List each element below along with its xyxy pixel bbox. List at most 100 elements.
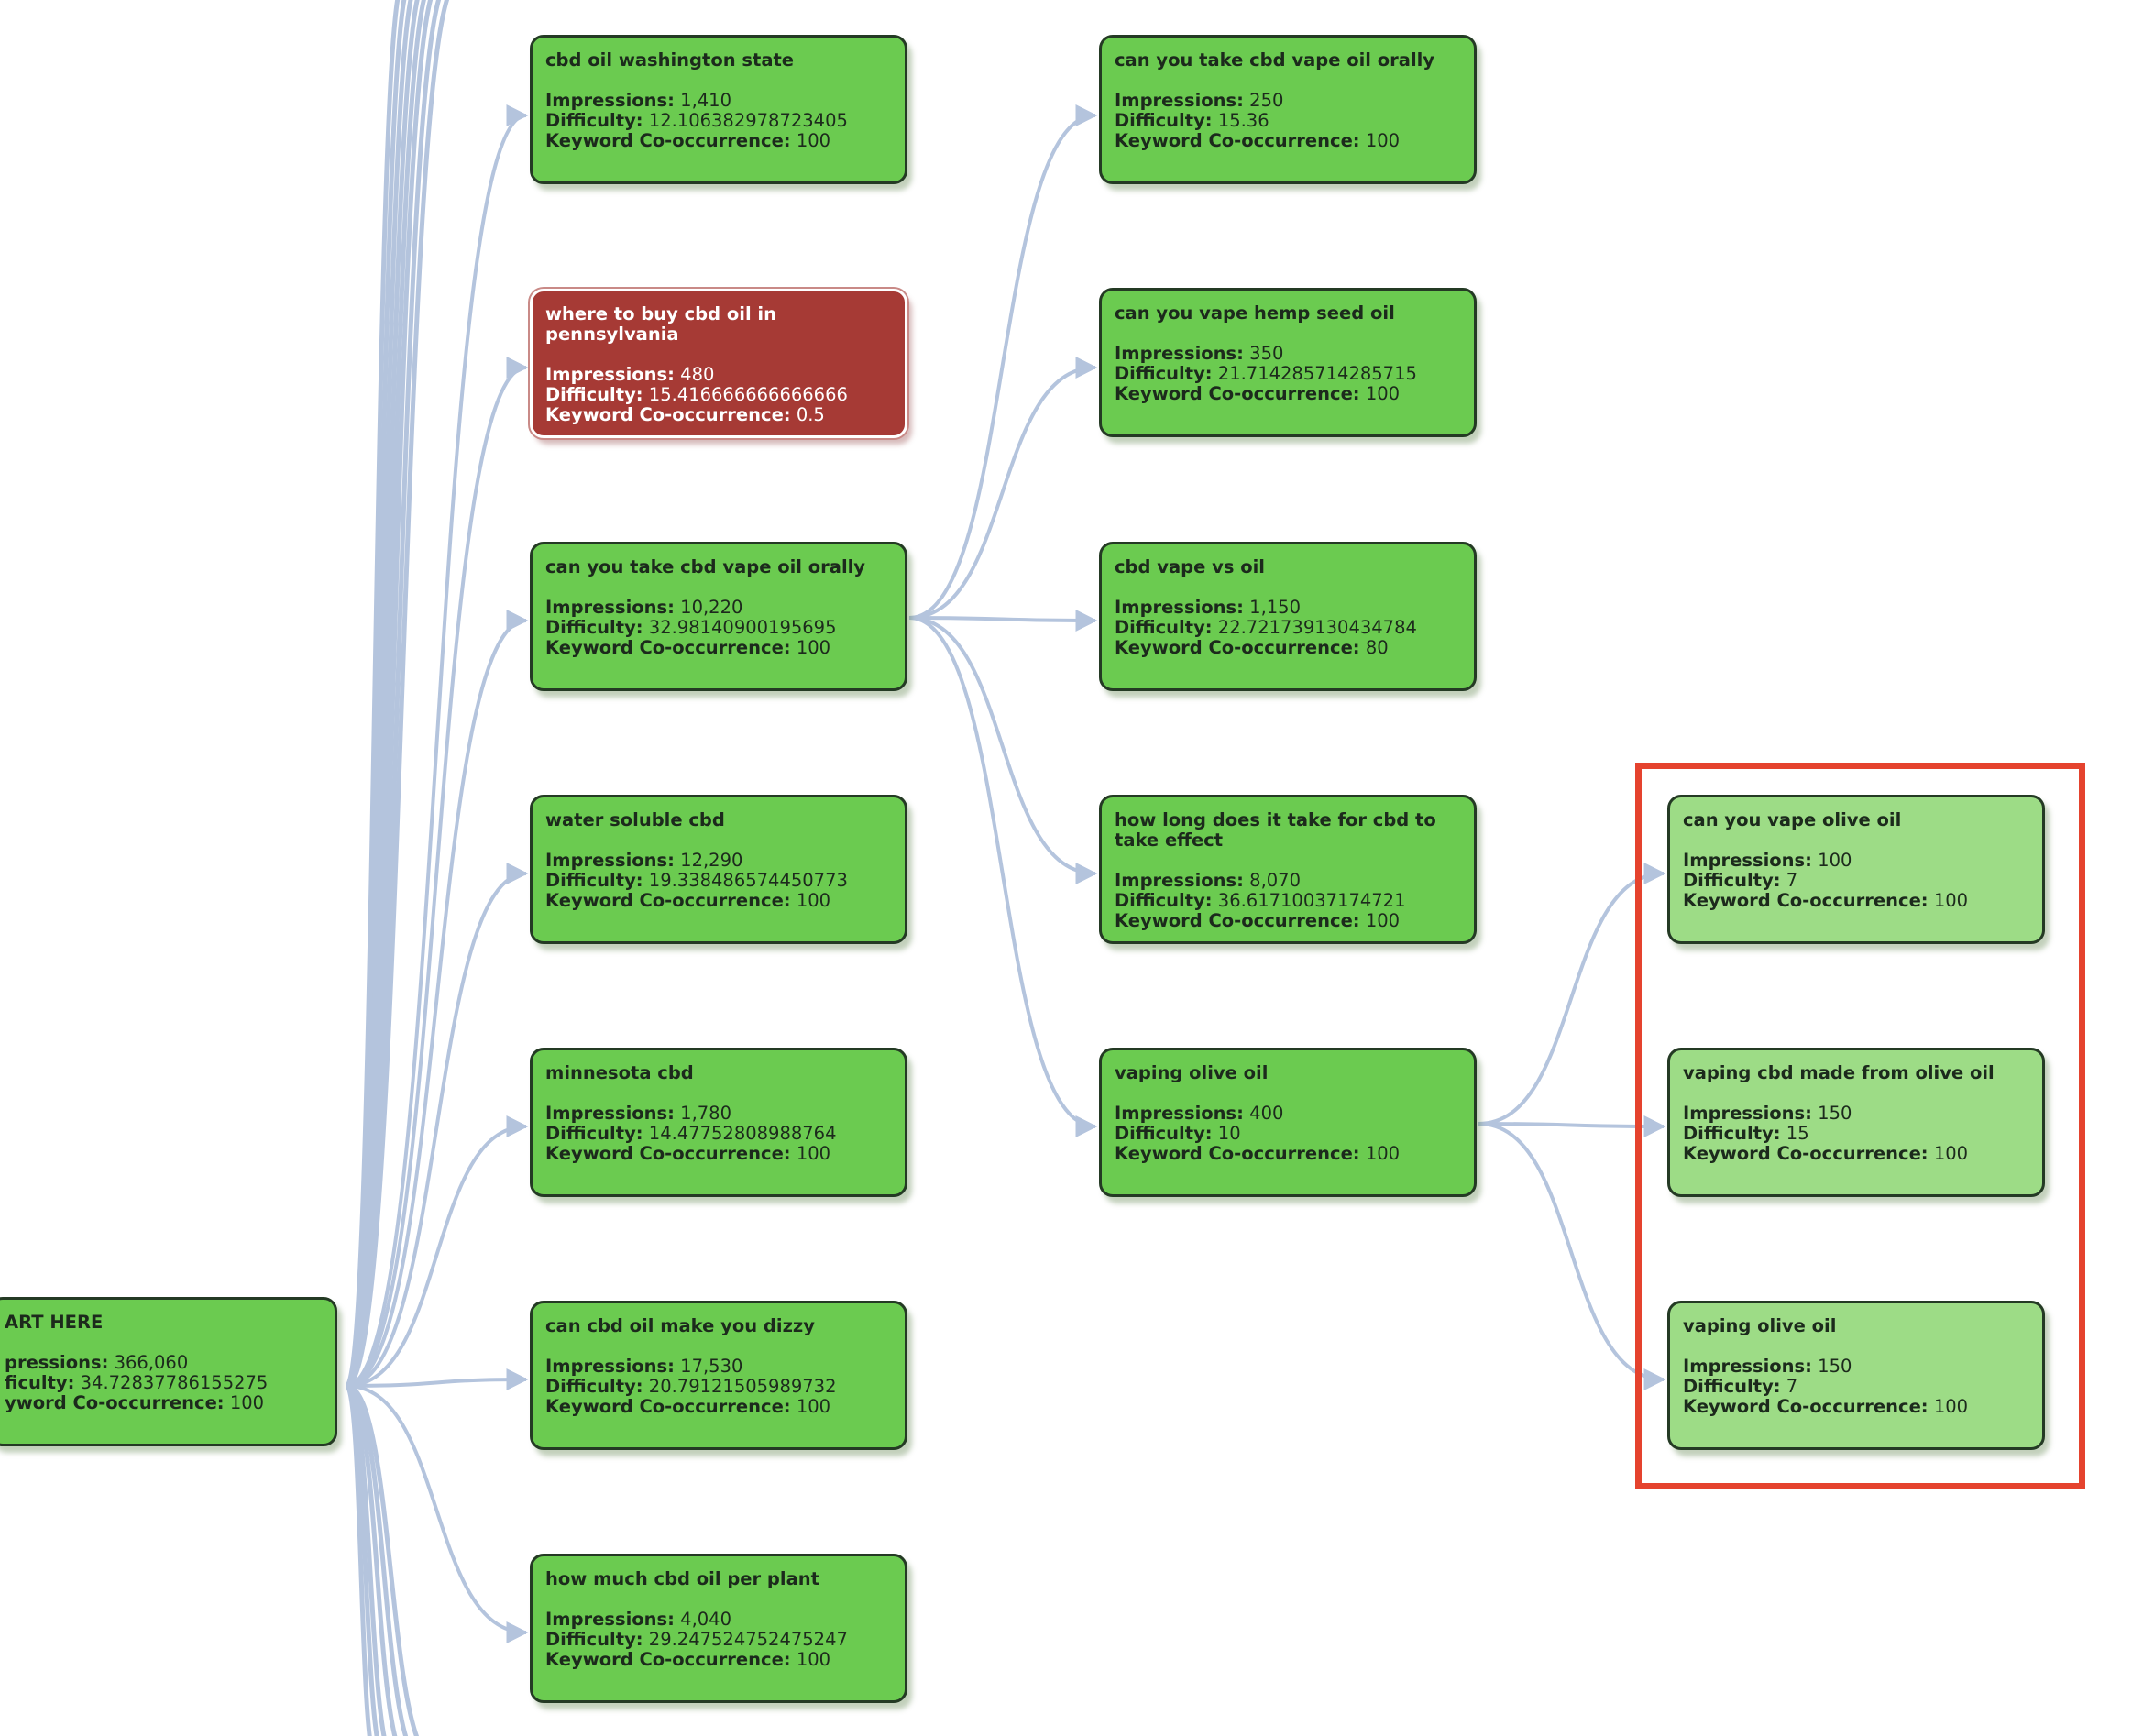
metric-difficulty: Difficulty: 15.416666666666666 xyxy=(545,384,848,405)
metric-difficulty: Difficulty: 7 xyxy=(1683,870,1798,891)
metric-cooccurrence: Keyword Co-occurrence: 100 xyxy=(545,1396,831,1417)
metric-impressions: Impressions: 100 xyxy=(1683,850,1852,871)
metric-cooccurrence: Keyword Co-occurrence: 100 xyxy=(545,890,831,911)
edge-root-to-col1-1 xyxy=(346,357,529,1388)
node-title: water soluble cbd xyxy=(545,809,725,830)
metric-cooccurrence: Keyword Co-occurrence: 100 xyxy=(545,1649,831,1670)
metric-impressions: Impressions: 250 xyxy=(1115,90,1284,111)
metric-difficulty: Difficulty: 20.79121505989732 xyxy=(545,1376,837,1397)
edge-col1-to-col2-0 xyxy=(908,104,1098,620)
node-can-you-vape-hemp-seed-oil[interactable]: can you vape hemp seed oil Impressions: … xyxy=(1099,288,1477,437)
metric-difficulty: Difficulty: 15 xyxy=(1683,1123,1809,1144)
metric-difficulty: Difficulty: 22.721739130434784 xyxy=(1115,617,1417,638)
edge-col1-to-col2-3 xyxy=(908,616,1098,884)
node-vaping-cbd-made-from-olive-oil[interactable]: vaping cbd made from olive oil Impressio… xyxy=(1667,1048,2045,1197)
node-title: vaping olive oil xyxy=(1683,1315,1837,1336)
metric-impressions: pressions: 366,060 xyxy=(5,1352,189,1373)
node-can-you-take-cbd-vape-oil-orally[interactable]: can you take cbd vape oil orally Impress… xyxy=(530,542,907,691)
node-title: vaping olive oil xyxy=(1115,1062,1269,1083)
metric-difficulty: Difficulty: 15.36 xyxy=(1115,110,1269,131)
metric-impressions: Impressions: 10,220 xyxy=(545,597,743,618)
edge-root-to-col1-3 xyxy=(346,863,529,1388)
metric-cooccurrence: Keyword Co-occurrence: 100 xyxy=(1115,130,1401,151)
metric-difficulty: Difficulty: 21.714285714285715 xyxy=(1115,363,1417,384)
node-title: ART HERE xyxy=(5,1312,104,1333)
metric-impressions: Impressions: 12,290 xyxy=(545,850,743,871)
node-title: where to buy cbd oil in pennsylvania xyxy=(545,303,776,345)
metric-impressions: Impressions: 400 xyxy=(1115,1103,1284,1124)
node-water-soluble-cbd[interactable]: water soluble cbd Impressions: 12,290 Di… xyxy=(530,795,907,944)
metric-cooccurrence: Keyword Co-occurrence: 0.5 xyxy=(545,404,825,425)
metric-cooccurrence: Keyword Co-occurrence: 100 xyxy=(545,130,831,151)
edge-root-to-col1-0 xyxy=(346,104,529,1388)
metric-cooccurrence: Keyword Co-occurrence: 100 xyxy=(1683,1396,1969,1417)
edge-col2-to-col3-1 xyxy=(1478,1115,1666,1137)
metric-impressions: Impressions: 1,410 xyxy=(545,90,731,111)
metric-impressions: Impressions: 1,780 xyxy=(545,1103,731,1124)
node-root[interactable]: ART HERE pressions: 366,060 ficulty: 34.… xyxy=(0,1297,337,1446)
edge-col2-to-col3-2 xyxy=(1478,1122,1666,1390)
node-can-you-vape-olive-oil[interactable]: can you vape olive oil Impressions: 100 … xyxy=(1667,795,2045,944)
metric-cooccurrence: Keyword Co-occurrence: 100 xyxy=(1683,1143,1969,1164)
metric-difficulty: Difficulty: 36.61710037174721 xyxy=(1115,890,1406,911)
node-title: vaping cbd made from olive oil xyxy=(1683,1062,1995,1083)
metric-cooccurrence: Keyword Co-occurrence: 100 xyxy=(1115,383,1401,404)
edge-root-to-col1-2 xyxy=(346,610,529,1388)
metric-impressions: Impressions: 480 xyxy=(545,364,715,385)
node-title: how much cbd oil per plant xyxy=(545,1568,819,1589)
edge-root-to-col1-4 xyxy=(346,1115,529,1388)
metric-difficulty: Difficulty: 29.247524752475247 xyxy=(545,1629,848,1650)
metric-impressions: Impressions: 17,530 xyxy=(545,1356,743,1377)
metric-difficulty: Difficulty: 14.47752808988764 xyxy=(545,1123,837,1144)
metric-impressions: Impressions: 350 xyxy=(1115,343,1284,364)
node-vaping-olive-oil[interactable]: vaping olive oil Impressions: 400 Diffic… xyxy=(1099,1048,1477,1197)
node-title: how long does it take for cbd to take ef… xyxy=(1115,809,1436,851)
edge-col1-to-col2-2 xyxy=(908,609,1098,632)
metric-difficulty: Difficulty: 32.98140900195695 xyxy=(545,617,837,638)
node-where-to-buy-cbd-oil-pennsylvania[interactable]: where to buy cbd oil in pennsylvania Imp… xyxy=(530,289,907,438)
metric-cooccurrence: Keyword Co-occurrence: 100 xyxy=(1115,910,1401,931)
node-minnesota-cbd[interactable]: minnesota cbd Impressions: 1,780 Difficu… xyxy=(530,1048,907,1197)
node-how-long-does-it-take-for-cbd-to-take-effect[interactable]: how long does it take for cbd to take ef… xyxy=(1099,795,1477,944)
node-title: can you vape olive oil xyxy=(1683,809,1902,830)
node-title: can you take cbd vape oil orally xyxy=(545,556,866,577)
edge-root-offscreen-bottom-2 xyxy=(345,1383,387,1736)
metric-cooccurrence: Keyword Co-occurrence: 80 xyxy=(1115,637,1389,658)
edge-root-offscreen-bottom-5 xyxy=(346,1383,420,1736)
node-title: cbd oil washington state xyxy=(545,49,795,71)
edge-root-offscreen-bottom-3 xyxy=(345,1383,398,1736)
node-can-cbd-oil-make-you-dizzy[interactable]: can cbd oil make you dizzy Impressions: … xyxy=(530,1301,907,1450)
node-title: can you take cbd vape oil orally xyxy=(1115,49,1435,71)
metric-impressions: Impressions: 4,040 xyxy=(545,1609,731,1630)
edge-root-to-col1-5 xyxy=(346,1368,529,1391)
edge-root-offscreen-top-7 xyxy=(345,0,450,1389)
edge-group xyxy=(344,0,1666,1736)
node-cbd-oil-washington-state[interactable]: cbd oil washington state Impressions: 1,… xyxy=(530,35,907,184)
node-title: minnesota cbd xyxy=(545,1062,694,1083)
metric-cooccurrence: Keyword Co-occurrence: 100 xyxy=(1683,890,1969,911)
node-title: cbd vape vs oil xyxy=(1115,556,1265,577)
metric-impressions: Impressions: 1,150 xyxy=(1115,597,1301,618)
metric-impressions: Impressions: 8,070 xyxy=(1115,870,1301,891)
edge-col1-to-col2-4 xyxy=(908,616,1098,1137)
metric-impressions: Impressions: 150 xyxy=(1683,1103,1852,1124)
edge-root-offscreen-bottom-4 xyxy=(346,1383,409,1736)
metric-difficulty: Difficulty: 12.106382978723405 xyxy=(545,110,848,131)
metric-difficulty: Difficulty: 19.338486574450773 xyxy=(545,870,848,891)
node-can-you-take-cbd-vape-oil-orally-child[interactable]: can you take cbd vape oil orally Impress… xyxy=(1099,35,1477,184)
node-cbd-vape-vs-oil[interactable]: cbd vape vs oil Impressions: 1,150 Diffi… xyxy=(1099,542,1477,691)
metric-cooccurrence: yword Co-occurrence: 100 xyxy=(5,1392,265,1413)
metric-difficulty: Difficulty: 7 xyxy=(1683,1376,1798,1397)
node-title: can cbd oil make you dizzy xyxy=(545,1315,815,1336)
metric-cooccurrence: Keyword Co-occurrence: 100 xyxy=(545,1143,831,1164)
edge-col1-to-col2-1 xyxy=(908,357,1098,620)
metric-cooccurrence: Keyword Co-occurrence: 100 xyxy=(545,637,831,658)
node-title: can you vape hemp seed oil xyxy=(1115,302,1395,324)
edge-col2-to-col3-0 xyxy=(1478,863,1666,1126)
metric-impressions: Impressions: 150 xyxy=(1683,1356,1852,1377)
node-how-much-cbd-oil-per-plant[interactable]: how much cbd oil per plant Impressions: … xyxy=(530,1554,907,1703)
metric-difficulty: ficulty: 34.72837786155275 xyxy=(5,1372,269,1393)
node-vaping-olive-oil-child[interactable]: vaping olive oil Impressions: 150 Diffic… xyxy=(1667,1301,2045,1450)
metric-cooccurrence: Keyword Co-occurrence: 100 xyxy=(1115,1143,1401,1164)
